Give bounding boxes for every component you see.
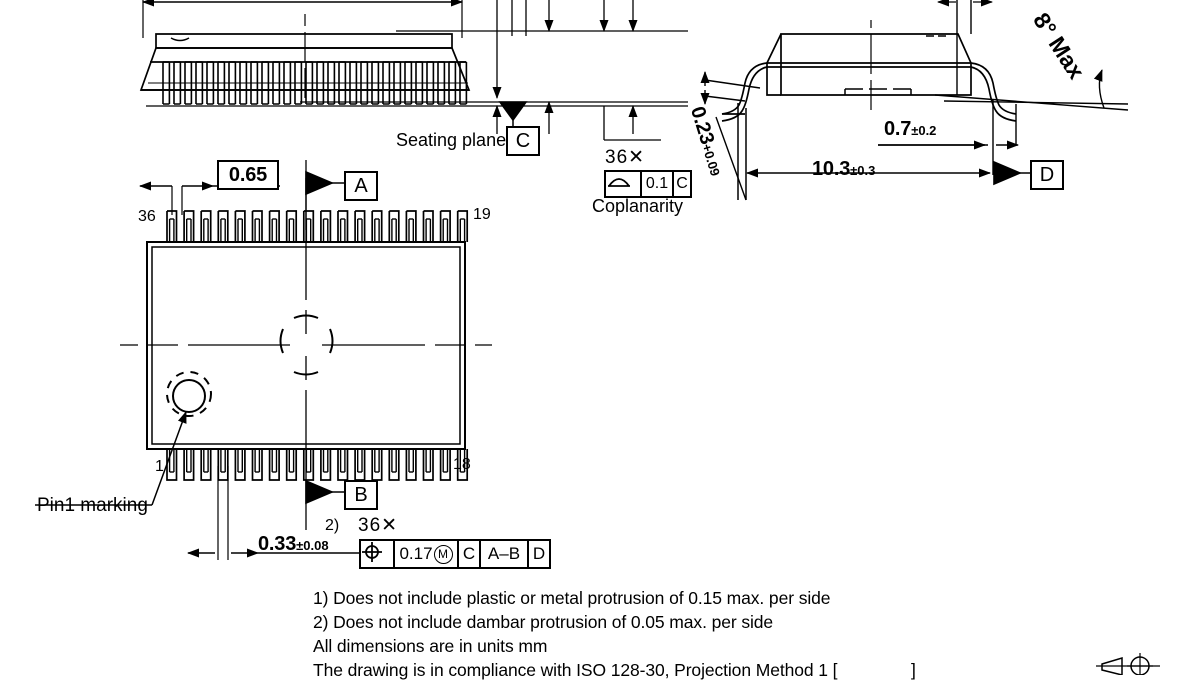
foot-length-value: 0.7 bbox=[884, 118, 912, 140]
total-width-value: 10.3 bbox=[812, 158, 851, 180]
seating-plane-lines bbox=[146, 30, 688, 107]
datum-d-symbol-top bbox=[993, 160, 1023, 186]
foot-length-dimension-text: 0.7±0.2 bbox=[884, 118, 936, 141]
side-view bbox=[721, 0, 1017, 200]
pitch-value: 0.65 bbox=[228, 163, 268, 186]
note-line-1: 1) Does not include plastic or metal pro… bbox=[313, 588, 831, 608]
datum-c-label: C bbox=[515, 129, 531, 152]
coplanarity-tolerance: 0.1 bbox=[642, 172, 674, 196]
lead-width-dimension-text: 0.33±0.08 bbox=[258, 533, 329, 556]
datum-c-symbol bbox=[498, 101, 528, 122]
lead-angle-leader bbox=[934, 69, 1129, 111]
datum-a-box: A bbox=[344, 171, 378, 201]
datum-a-label: A bbox=[354, 174, 368, 197]
datum-d-label: D bbox=[1039, 163, 1055, 186]
note-line-2: 2) Does not include dambar protrusion of… bbox=[313, 612, 774, 632]
pin-label-36: 36 bbox=[138, 208, 156, 225]
notes-block: 1) Does not include plastic or metal pro… bbox=[313, 586, 916, 682]
pitch-value-box: 0.65 bbox=[217, 160, 279, 190]
total-width-tolerance: ±0.3 bbox=[850, 163, 876, 178]
datum-a-symbol bbox=[305, 170, 335, 196]
coplanarity-label: Coplanarity bbox=[592, 196, 684, 216]
front-view-leads bbox=[148, 61, 468, 105]
coplanarity-count-label: 36✕ bbox=[605, 147, 646, 168]
pin1-marking-label: Pin1 marking bbox=[37, 495, 148, 516]
height-dimension-lines bbox=[492, 0, 661, 141]
coplanarity-symbol-icon bbox=[606, 172, 642, 196]
note-line-4: The drawing is in compliance with ISO 12… bbox=[313, 658, 916, 682]
mmc-modifier-icon: M bbox=[433, 544, 453, 564]
pin-label-1: 1 bbox=[155, 458, 164, 475]
pin-label-19: 19 bbox=[473, 206, 491, 223]
datum-b-box: B bbox=[344, 480, 378, 510]
position-datum-1: C bbox=[459, 541, 481, 567]
lead-thickness-dimension bbox=[700, 71, 761, 201]
position-datum-2: A–B bbox=[481, 541, 529, 567]
position-count-label: 36✕ bbox=[358, 515, 399, 536]
coplanarity-fcf: 0.1 C bbox=[604, 170, 692, 198]
note-line-3: All dimensions are in units mm bbox=[313, 636, 548, 656]
datum-d-box: D bbox=[1030, 160, 1064, 190]
position-fcf: 0.17 M C A–B D bbox=[359, 539, 551, 569]
plan-view-leads-top bbox=[166, 210, 469, 242]
position-symbol-icon bbox=[361, 541, 395, 567]
lead-width-dimension bbox=[187, 466, 360, 560]
total-width-dimension-text: 10.3±0.3 bbox=[812, 158, 875, 181]
foot-length-tolerance: ±0.2 bbox=[911, 123, 937, 138]
datum-b-symbol bbox=[305, 479, 335, 505]
lead-width-value: 0.33 bbox=[258, 533, 297, 555]
note-line-4-text: The drawing is in compliance with ISO 12… bbox=[313, 660, 838, 680]
pin-label-18: 18 bbox=[453, 456, 471, 473]
position-tolerance: 0.17 bbox=[399, 544, 433, 563]
seating-plane-label: Seating plane bbox=[396, 130, 507, 150]
projection-method-symbol bbox=[1096, 653, 1160, 675]
position-datum-3: D bbox=[532, 544, 546, 563]
lead-width-tolerance: ±0.08 bbox=[296, 538, 329, 553]
note-ref-2-label: 2) bbox=[325, 517, 340, 534]
plan-view-leads-bottom bbox=[166, 449, 469, 481]
datum-b-label: B bbox=[354, 483, 368, 506]
coplanarity-datum: C bbox=[676, 175, 688, 192]
datum-c-box: C bbox=[506, 126, 540, 156]
note-line-4-tail: ] bbox=[910, 660, 916, 680]
